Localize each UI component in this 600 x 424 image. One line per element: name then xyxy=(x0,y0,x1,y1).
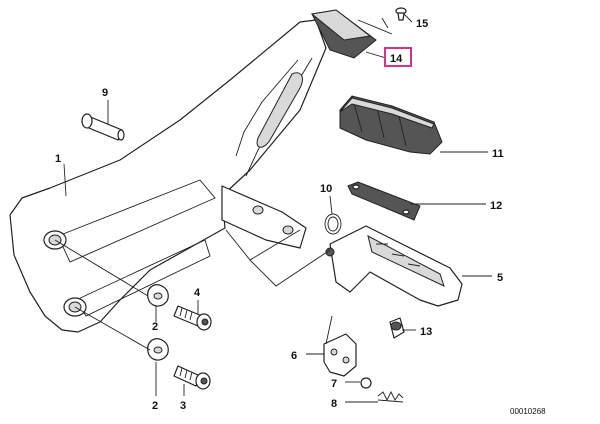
part-bushing-lower xyxy=(147,338,169,361)
callout-14-highlight xyxy=(384,47,412,67)
callout-11: 11 xyxy=(492,148,504,160)
part-spring xyxy=(377,390,404,403)
part-footpeg xyxy=(325,225,463,307)
part-circlip xyxy=(324,213,342,235)
callout-12: 12 xyxy=(490,200,502,212)
callout-8: 8 xyxy=(331,398,337,410)
document-number: 00010268 xyxy=(510,407,546,416)
part-plate xyxy=(347,181,421,221)
part-bracket xyxy=(9,19,327,333)
callout-3: 3 xyxy=(180,400,186,412)
part-rubber-pad xyxy=(339,95,443,155)
callout-4: 4 xyxy=(194,287,201,299)
part-bolt-upper xyxy=(173,305,212,331)
callout-15: 15 xyxy=(416,18,428,30)
assembly-lines xyxy=(54,17,393,351)
callout-10: 10 xyxy=(320,183,332,195)
callout-2-lower: 2 xyxy=(152,400,158,412)
callout-5: 5 xyxy=(497,272,503,284)
callout-6: 6 xyxy=(291,350,297,362)
part-ball xyxy=(360,377,372,389)
callout-9: 9 xyxy=(102,87,108,99)
part-bolt-lower xyxy=(173,365,211,390)
callout-7: 7 xyxy=(331,378,337,390)
callout-14: 14 xyxy=(390,53,403,65)
callout-1: 1 xyxy=(55,153,61,165)
part-small-bracket xyxy=(323,333,357,377)
callout-13: 13 xyxy=(420,326,432,338)
callout-2-upper: 2 xyxy=(152,321,158,333)
part-small-screw xyxy=(395,7,407,21)
part-screw xyxy=(389,317,405,339)
leader-lines xyxy=(63,13,492,403)
part-bushing-upper xyxy=(147,284,169,307)
part-cover xyxy=(310,9,377,59)
part-pin xyxy=(81,113,125,141)
